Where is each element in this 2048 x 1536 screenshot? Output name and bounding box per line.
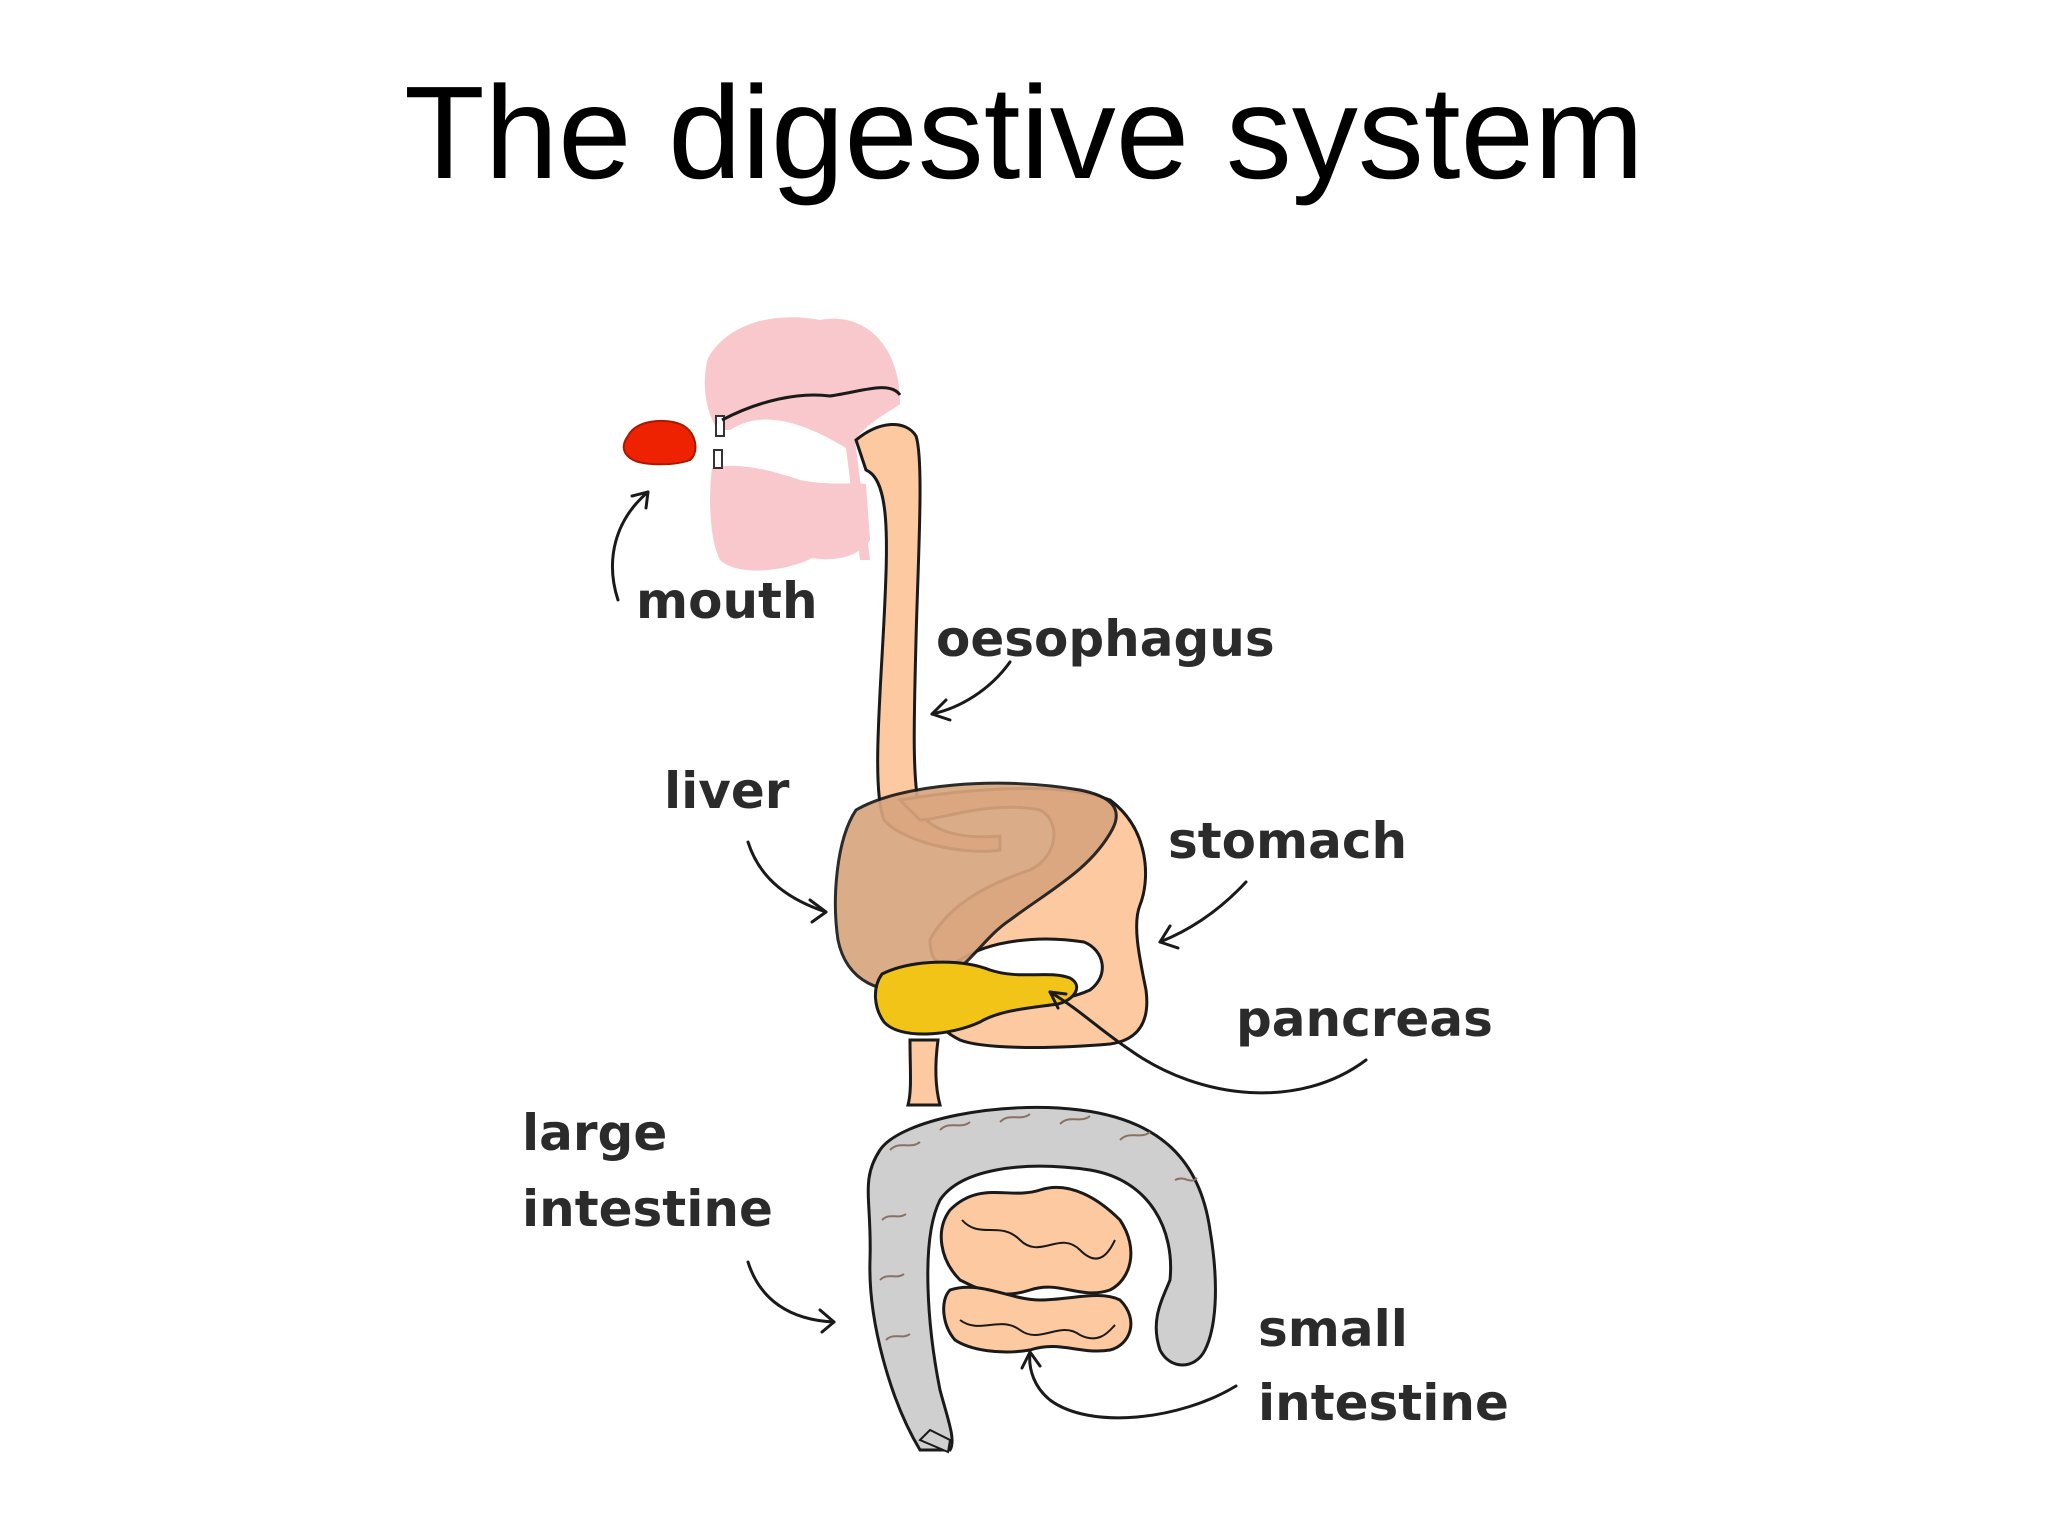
oesophagus-arrow xyxy=(930,660,1012,716)
small-intestine xyxy=(939,1185,1133,1354)
large-intestine-folds xyxy=(879,1113,1198,1341)
label-large-intestine-line1: large xyxy=(522,1104,667,1162)
lower-tooth xyxy=(713,449,723,469)
upper-lip xyxy=(704,317,900,560)
pointer-arrows xyxy=(611,490,1368,1420)
label-pancreas: pancreas xyxy=(1236,990,1493,1048)
slide-title: The digestive system xyxy=(404,59,1644,206)
label-liver: liver xyxy=(664,762,790,820)
pancreas xyxy=(874,960,1079,1036)
large-intestine-arrow xyxy=(746,1260,836,1324)
large-intestine-stem xyxy=(918,1428,952,1454)
lower-lip xyxy=(710,465,870,571)
label-mouth: mouth xyxy=(636,572,818,630)
stomach-arrow xyxy=(1158,880,1248,944)
tongue xyxy=(622,419,697,466)
label-stomach: stomach xyxy=(1168,812,1407,870)
upper-tooth xyxy=(715,415,725,437)
liver-arrow xyxy=(746,840,828,914)
duodenum xyxy=(906,1038,942,1107)
palate-line xyxy=(721,386,902,422)
pancreas-arrow xyxy=(1048,990,1368,1095)
small-intestine-arrow xyxy=(1028,1350,1238,1420)
large-intestine xyxy=(866,1105,1217,1452)
liver xyxy=(833,781,1118,992)
label-small-intestine-line2: intestine xyxy=(1258,1374,1509,1432)
label-oesophagus: oesophagus xyxy=(936,610,1275,668)
mouth-arrow xyxy=(611,490,650,602)
label-large-intestine-line2: intestine xyxy=(522,1180,773,1238)
label-small-intestine-line1: small xyxy=(1258,1300,1408,1358)
